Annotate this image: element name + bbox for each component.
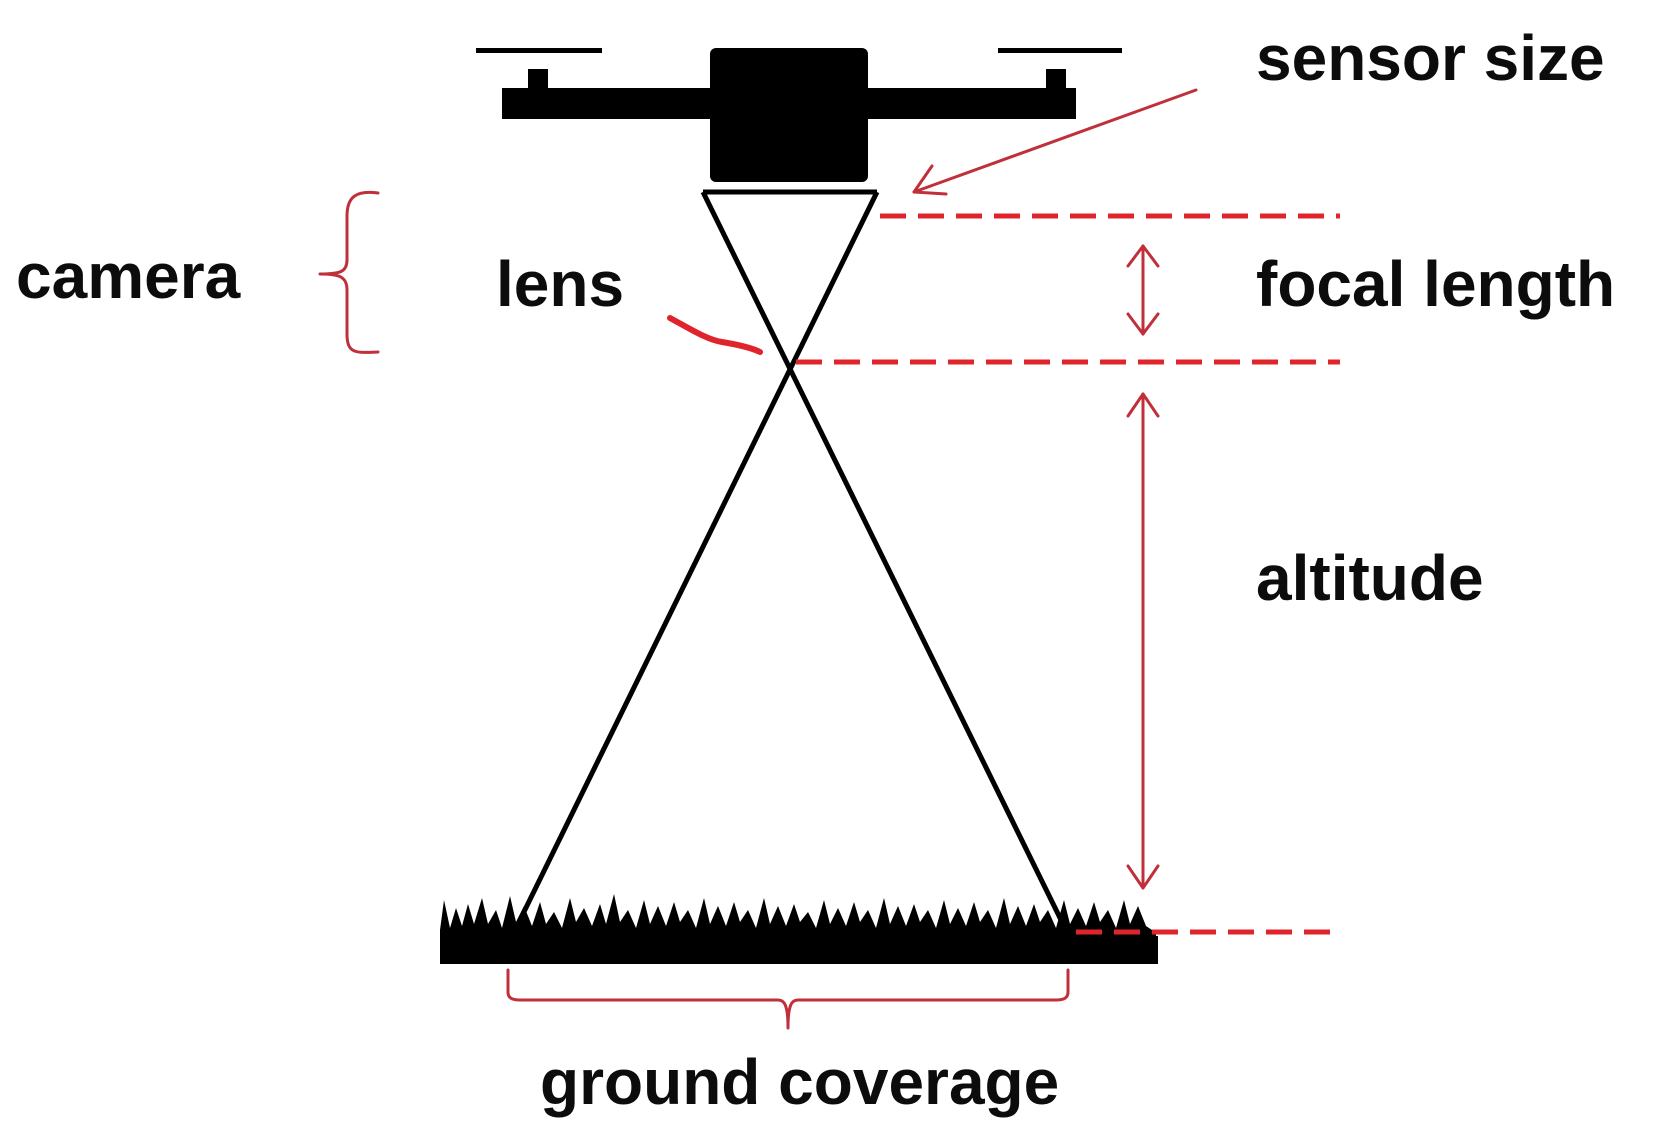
reference-lines: [796, 213, 1340, 935]
focal-length-arrow-head-top: [1126, 244, 1160, 268]
sensor-size-arrow-head: [912, 164, 948, 196]
sensor-size-arrow-shaft: [912, 88, 1198, 194]
right-propeller: [998, 48, 1122, 53]
focal-length-arrow-head-bottom: [1126, 312, 1160, 336]
altitude-label: altitude: [1256, 542, 1484, 614]
right-motor: [1046, 69, 1066, 91]
annotations: [318, 88, 1198, 1030]
camera-label: camera: [16, 240, 241, 312]
ground-strip: [440, 936, 1158, 964]
left-motor: [528, 69, 548, 91]
camera-geometry: [515, 189, 1066, 926]
drone-body: [710, 48, 868, 182]
grass-icon: [440, 894, 1158, 964]
lens-pointer: [667, 315, 763, 355]
right-ray: [515, 190, 880, 926]
lens-label: lens: [496, 248, 624, 320]
ground-coverage-label: ground coverage: [540, 1046, 1059, 1118]
altitude-arrow-head-top: [1126, 392, 1160, 418]
left-ray: [700, 190, 1066, 926]
focal-length-label: focal length: [1256, 248, 1615, 320]
drone-icon: [476, 48, 1122, 182]
camera-brace-icon: [318, 190, 380, 354]
altitude-arrow-head-bottom: [1126, 864, 1160, 890]
ground-coverage-brace-icon: [506, 968, 1070, 1030]
sensor-size-label: sensor size: [1256, 22, 1605, 94]
left-propeller: [476, 48, 602, 53]
